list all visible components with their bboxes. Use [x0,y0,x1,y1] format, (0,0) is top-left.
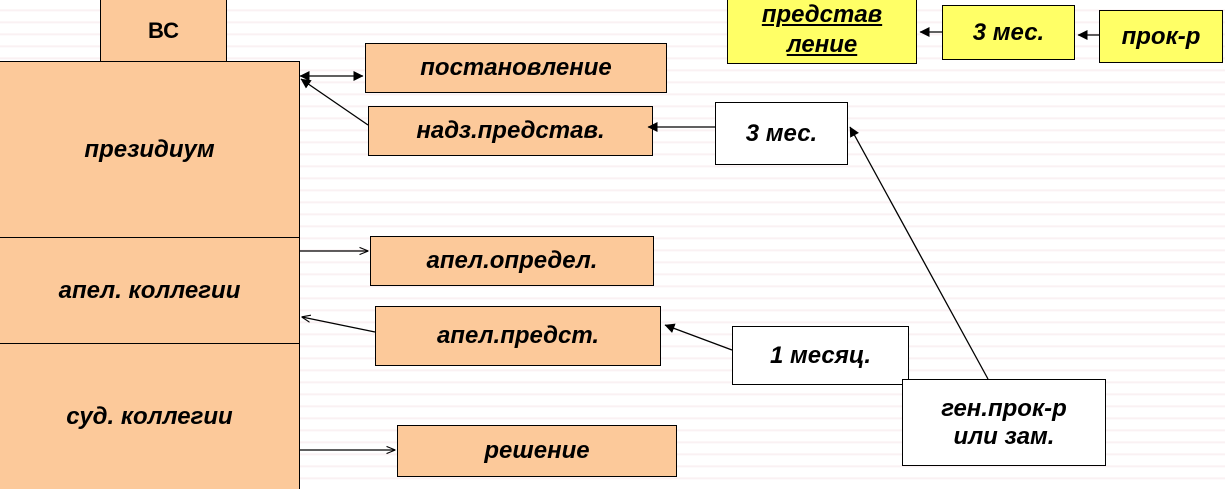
top-prosecutor-label: прок-р [1121,22,1201,50]
appeal-submission-box: апел.предст. [375,306,661,366]
top-prosecutor-box: прок-р [1099,10,1223,63]
top-three-months-label: 3 мес. [972,18,1045,46]
judicial-collegium-label: суд. коллегии [66,402,233,430]
judicial-collegium-box: суд. коллегии [0,343,300,489]
top-submission-box: представ ление [727,0,917,64]
court-tab-label: ВС [148,17,179,43]
presidium-box: президиум [0,61,300,238]
appeal-collegium-box: апел. коллегии [0,237,300,344]
prosecutor-general-box: ген.прок-р или зам. [902,379,1106,466]
prosecutor-general-label: ген.прок-р или зам. [941,394,1067,450]
three-months-box: 3 мес. [715,102,848,165]
appeal-collegium-label: апел. коллегии [58,276,241,304]
top-three-months-box: 3 мес. [942,5,1075,60]
arrow-one-month-appeal-submission [664,323,733,351]
appeal-ruling-box: апел.определ. [370,236,654,286]
arrow-appeal-submission-collegium [302,317,376,333]
court-tab-vs: ВС [100,0,227,62]
decision-box: решение [397,425,677,477]
one-month-box: 1 месяц. [732,326,909,385]
supervisory-submission-label: надз.представ. [416,117,605,144]
resolution-label: постановление [420,54,612,81]
decision-label: решение [484,437,590,464]
arrow-submission-presidium [300,78,369,126]
appeal-submission-label: апел.предст. [436,322,600,349]
top-submission-label: представ ление [761,1,883,58]
one-month-label: 1 месяц. [769,341,872,369]
appeal-ruling-label: апел.определ. [426,247,598,274]
supervisory-submission-box: надз.представ. [368,106,653,156]
presidium-label: президиум [84,135,215,163]
resolution-box: постановление [365,43,667,93]
three-months-label: 3 мес. [745,119,818,147]
